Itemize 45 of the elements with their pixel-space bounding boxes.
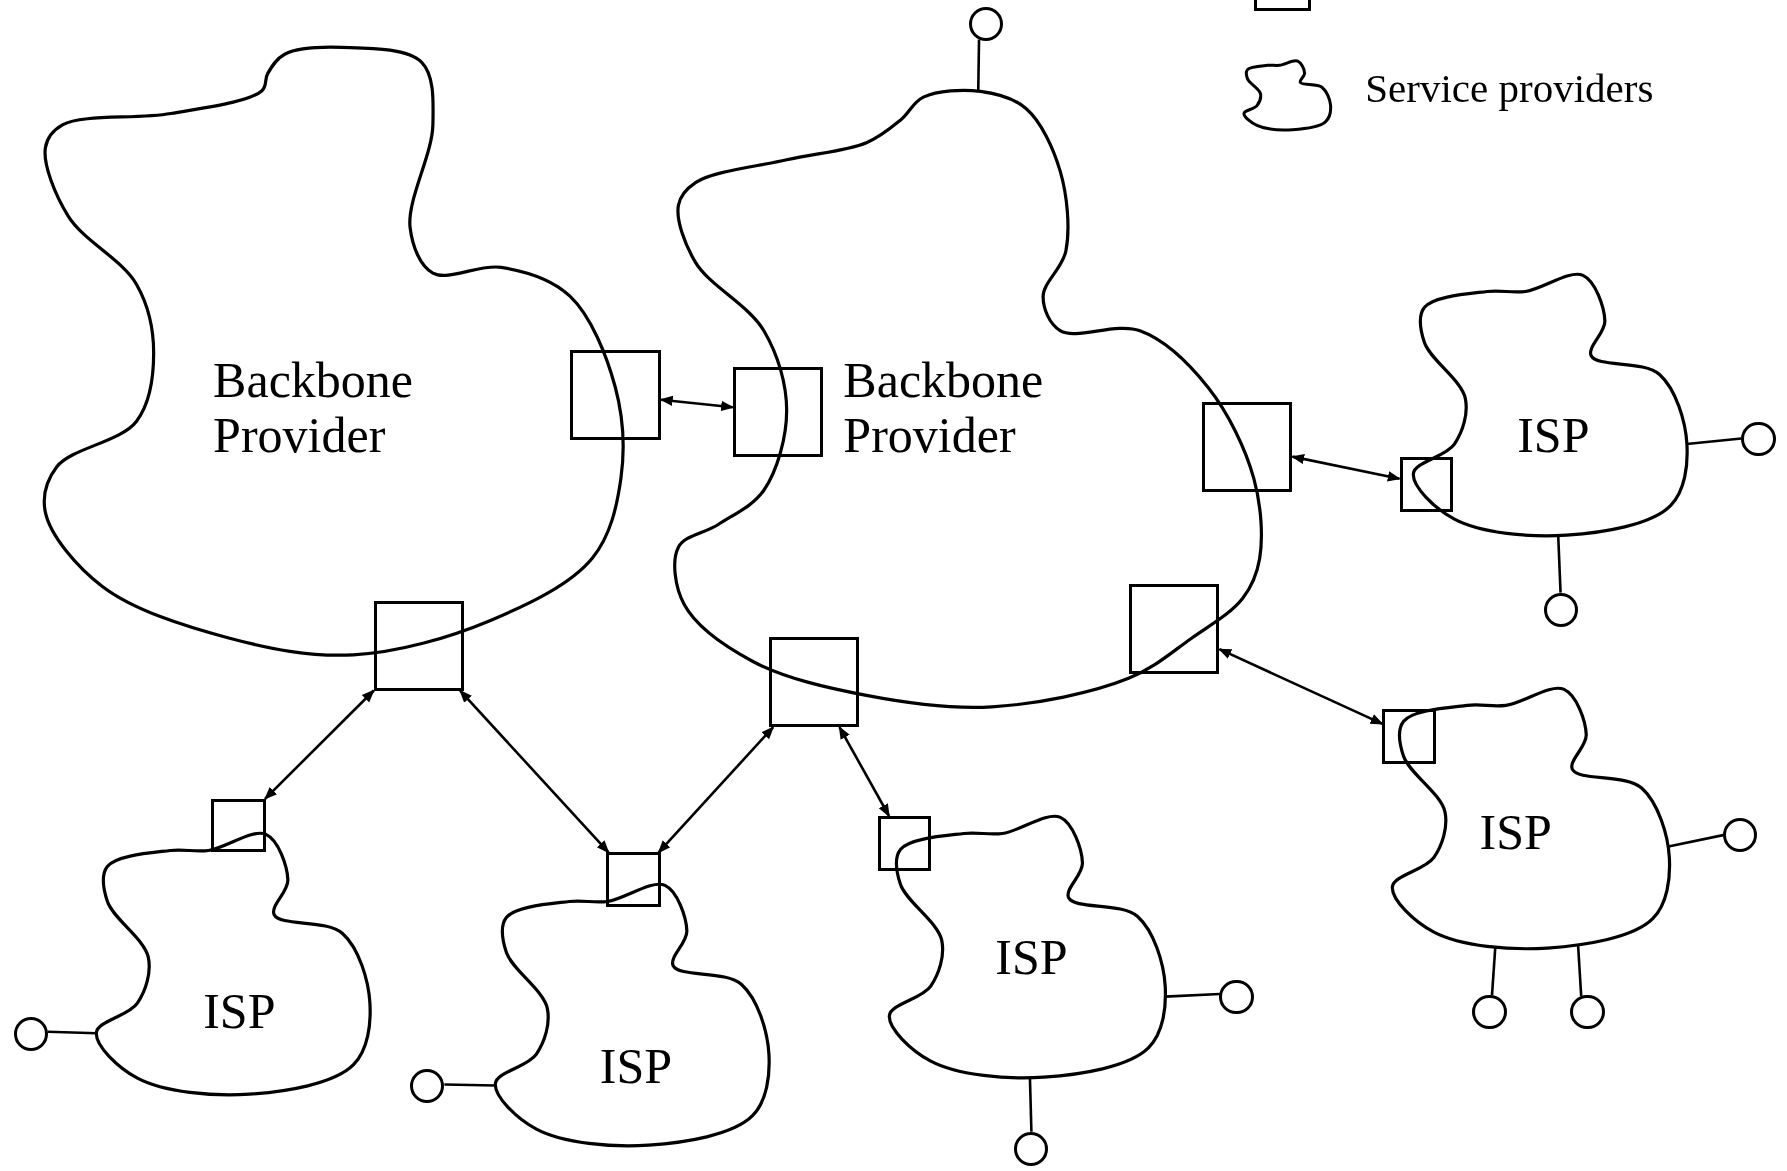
host-circle <box>968 6 1003 41</box>
link-line <box>1556 536 1562 593</box>
double-arrow <box>657 726 775 854</box>
host-circle <box>1570 994 1605 1030</box>
double-arrow <box>264 689 375 800</box>
cloud-label: ISP <box>995 929 1068 985</box>
double-arrow <box>659 395 735 412</box>
host-circle <box>1723 818 1758 853</box>
host-circle <box>1544 592 1579 627</box>
square-marker <box>373 600 464 691</box>
link-line <box>47 1030 97 1035</box>
square-marker <box>1382 708 1436 764</box>
cloud-label: ISP <box>1479 804 1552 860</box>
host-circle <box>1472 994 1507 1030</box>
legend-label: Service providers <box>1365 63 1654 112</box>
host-circle <box>410 1069 445 1104</box>
square-marker <box>877 816 932 871</box>
link-line <box>1576 945 1583 997</box>
host-circle <box>1219 980 1254 1015</box>
cloud-label: ISP <box>599 1038 673 1094</box>
square-marker <box>569 349 661 440</box>
host-circle <box>1014 1131 1049 1166</box>
cloud-label: ISP <box>203 983 276 1039</box>
square-marker <box>1202 402 1293 493</box>
host-circle <box>1741 421 1776 456</box>
link-line <box>1668 833 1724 848</box>
square-marker <box>769 637 860 728</box>
double-arrow <box>1218 648 1384 726</box>
cloud-label: ISP <box>1517 407 1590 463</box>
link-line <box>444 1083 496 1087</box>
square-marker <box>1399 457 1454 512</box>
square-marker <box>606 852 661 908</box>
double-arrow <box>838 725 891 818</box>
link-line <box>1686 437 1742 446</box>
host-circle <box>13 1016 48 1051</box>
cloud-label: Backbone Provider <box>843 353 1045 464</box>
link-line <box>1490 947 1497 996</box>
double-arrow <box>1291 453 1401 482</box>
cloud-label: Backbone Provider <box>213 353 415 464</box>
link-line <box>1028 1077 1033 1132</box>
square-marker <box>210 798 266 853</box>
double-arrow <box>459 689 610 854</box>
square-marker <box>732 366 823 457</box>
link-line <box>1164 992 1220 998</box>
link-line <box>976 39 981 91</box>
